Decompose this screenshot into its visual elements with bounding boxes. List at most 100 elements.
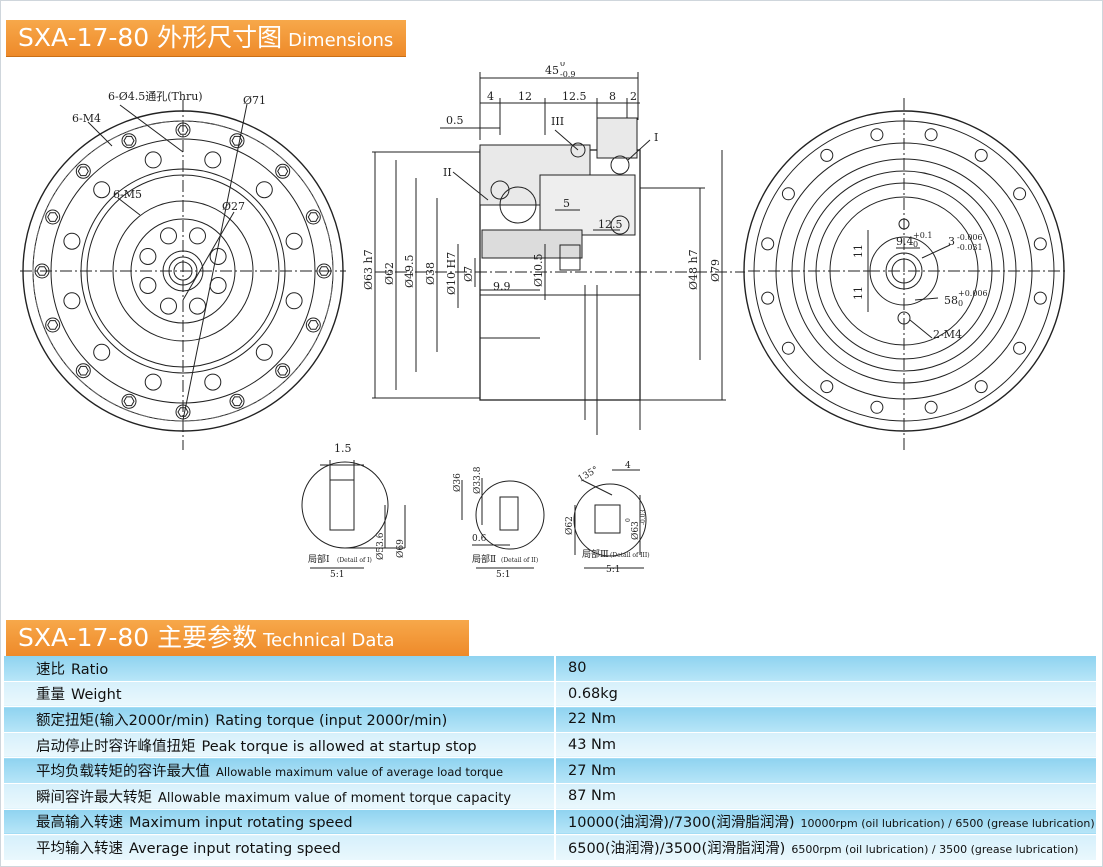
label-det1-sub: (Detail of I) <box>337 557 372 564</box>
value-cell: 43 Nm <box>555 732 1098 759</box>
label-sec-d10h7: Ø10 H7 <box>445 252 458 295</box>
label-sec-45-tol: 0 <box>560 62 565 68</box>
label-det3-4: 4 <box>625 461 631 471</box>
label-sec-12-5: 12.5 <box>562 90 587 103</box>
label-rear-58: 58 <box>944 294 958 307</box>
bolt-hole <box>75 163 91 179</box>
front-middle-bolt-holes <box>63 151 303 391</box>
label-sec-d79: Ø79 <box>709 259 722 282</box>
bolt-head <box>123 396 135 407</box>
bolt-head <box>277 365 289 376</box>
label-rear-3-tol: -0.006 <box>957 233 983 242</box>
value-cell: 22 Nm <box>555 706 1098 733</box>
bolt-hole <box>63 232 81 250</box>
value-cell: 0.68kg <box>555 681 1098 708</box>
label-front-d27: Ø27 <box>222 200 245 213</box>
label-rear-58-tol: +0.006 <box>958 289 988 298</box>
label-rear-2m4: 2-M4 <box>933 328 962 341</box>
label-det3-sub: (Detail of III) <box>610 552 650 559</box>
label-sec-d49-5: Ø49.5 <box>403 254 416 288</box>
bolt-head <box>231 135 243 146</box>
bolt-hole <box>189 297 206 315</box>
bolt-hole <box>93 181 111 199</box>
label-det3-62: Ø62 <box>564 516 575 535</box>
bolt-head <box>307 320 319 330</box>
rear-view <box>743 98 1066 450</box>
bolt-hole <box>160 297 177 315</box>
label-sec-12-5b: 12.5 <box>598 218 623 231</box>
bolt-hole <box>255 343 273 361</box>
label-sec-mark-ii: II <box>443 166 452 179</box>
label-sec-9-9: 9.9 <box>493 280 511 293</box>
label-rear-11a: 11 <box>852 244 865 258</box>
param-cell: 额定扭矩(输入2000r/min)Rating torque (input 20… <box>4 706 556 733</box>
bolt-hole <box>781 341 795 355</box>
front-view <box>20 100 346 450</box>
bolt-hole <box>781 187 795 201</box>
bolt-hole <box>275 163 291 179</box>
label-det3-scale: 5:1 <box>606 565 620 575</box>
value-cell: 80 <box>555 656 1098 682</box>
bolt-hole <box>285 232 303 250</box>
bolt-hole <box>820 380 834 394</box>
bolt-hole <box>285 292 303 310</box>
bolt-hole <box>63 292 81 310</box>
label-det3-135: 135° <box>577 465 601 485</box>
label-front-m5: 6-M5 <box>113 188 142 201</box>
bolt-hole <box>209 277 227 294</box>
bolt-hole <box>275 363 291 379</box>
bolt-hole <box>974 148 988 162</box>
label-det3-63-tol: 0 <box>625 518 632 522</box>
bolt-hole <box>870 400 884 414</box>
label-det2-36: Ø36 <box>452 473 463 492</box>
bolt-hole <box>144 373 162 391</box>
bolt-hole <box>761 291 775 305</box>
bolt-hole <box>139 248 157 265</box>
label-sec-8: 8 <box>609 90 616 103</box>
label-sec-0-5: 0.5 <box>446 114 464 127</box>
bolt-hole <box>204 373 222 391</box>
bolt-hole <box>820 148 834 162</box>
bolt-head <box>177 125 189 135</box>
label-sec-4: 4 <box>487 90 494 103</box>
bolt-hole <box>75 363 91 379</box>
section-view <box>372 72 745 435</box>
bolt-hole <box>761 237 775 251</box>
bolt-hole <box>1013 341 1027 355</box>
bolt-hole <box>45 209 61 225</box>
value-cell: 10000(油润滑)/7300(润滑脂润滑)10000rpm (oil lubr… <box>555 809 1098 836</box>
bolt-hole <box>1013 187 1027 201</box>
bolt-head <box>318 266 330 276</box>
front-inner-bolt-holes <box>139 227 227 315</box>
label-sec-d10-5: Ø10.5 <box>532 253 545 287</box>
bolt-hole <box>121 393 137 409</box>
dimensions-header-cn: SXA-17-80 外形尺寸图 <box>18 23 283 52</box>
bolt-head <box>231 396 243 407</box>
bolt-hole <box>974 380 988 394</box>
value-cell: 6500(油润滑)/3500(润滑脂润滑)6500rpm (oil lubric… <box>555 834 1098 861</box>
label-det2-title: 局部Ⅱ <box>472 553 496 565</box>
label-sec-2: 2 <box>630 90 637 103</box>
label-det3-63-tol2: -0.03 <box>640 509 647 525</box>
bolt-head <box>277 166 289 177</box>
label-sec-45-tol2: -0.9 <box>560 70 575 79</box>
label-sec-d62: Ø62 <box>383 262 396 285</box>
bolt-hole <box>204 151 222 169</box>
label-rear-11b: 11 <box>852 286 865 300</box>
rear-bolt-holes <box>761 128 1047 414</box>
bolt-hole <box>209 248 227 265</box>
label-det2-33-8: Ø33.8 <box>472 466 483 494</box>
dimensions-header-en: Dimensions <box>288 30 394 51</box>
label-det2-sub: (Detail of II) <box>501 557 538 564</box>
